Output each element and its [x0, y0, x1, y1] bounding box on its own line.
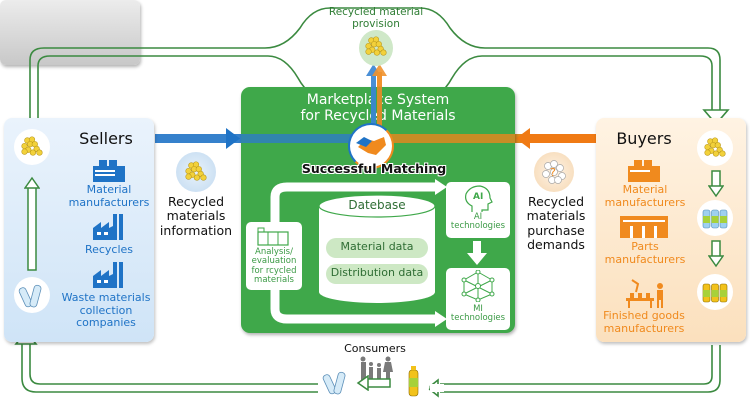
factory-chimney-icon [93, 214, 123, 240]
svg-text:?: ? [550, 166, 556, 179]
down-arrow-icon [708, 240, 724, 268]
internal-flow-arrows [270, 179, 487, 327]
ai-badge: AI [473, 192, 483, 202]
distribution-data-row: Distribution data [330, 266, 424, 279]
ai-head-icon: AI [465, 185, 493, 212]
pellets-question-icon: ? [534, 152, 574, 192]
assembly-line-worker-icon [626, 279, 663, 308]
handshake-icon [348, 123, 394, 169]
successful-matching-label: Successful Matching [301, 161, 447, 176]
clear-bottles-icon [697, 200, 733, 236]
seller-recycles: Recycles [84, 243, 134, 256]
ai-technologies-label: AI technologies [450, 212, 506, 232]
analysis-box [246, 222, 302, 290]
yellow-bottles-icon [697, 274, 733, 310]
seller-waste-collection: Waste materials collection companies [61, 291, 151, 330]
buyer-finished-goods: Finished goods manufacturers [603, 309, 685, 335]
consumer-waste-bottles-icon [318, 362, 354, 402]
down-arrow-icon [708, 170, 724, 198]
consumers-panel [0, 0, 140, 65]
material-data-row: Material data [340, 240, 414, 253]
network-icon [461, 270, 495, 302]
provision-pellets-icon [359, 30, 393, 66]
yellow-bottle-icon [396, 362, 430, 402]
buyers-title: Buyers [616, 129, 672, 148]
provision-label: Recycled material provision [328, 6, 424, 31]
consumers-title: Consumers [344, 342, 406, 355]
factory-icon [93, 160, 125, 182]
purchase-demands: Recycled materials purchase demands [526, 194, 586, 253]
buyer-pellets-icon [697, 130, 733, 166]
family-icon [360, 356, 393, 380]
up-arrow-icon [24, 176, 40, 271]
left-arrow-icon [356, 375, 391, 391]
seller-material-manufacturers: Material manufacturers [68, 183, 150, 209]
factory-icon [628, 160, 660, 182]
mi-technologies-label: MI technologies [450, 304, 506, 324]
ai-technologies-box [446, 182, 510, 238]
loop-arrowhead-down [702, 109, 730, 126]
plastic-bottles-waste-icon [14, 277, 50, 313]
bottom-loop-line [21, 342, 721, 393]
seller-pellets-icon [14, 129, 50, 165]
warehouse-icon [620, 216, 668, 238]
recycled-materials-information: Recycled materials information [159, 194, 233, 238]
database-title: Datebase [348, 198, 406, 212]
database-cylinder [318, 194, 436, 303]
buyer-material-manufacturers: Material manufacturers [604, 183, 686, 209]
analyzer-machine-icon [257, 227, 289, 246]
info-pellets-icon [176, 152, 216, 192]
factory-chimney-icon [93, 262, 123, 288]
buyer-parts-manufacturers: Parts manufacturers [604, 240, 686, 266]
sellers-title: Sellers [79, 129, 133, 148]
analysis-label: Analysis/ evaluation for rcycled materia… [251, 247, 297, 286]
